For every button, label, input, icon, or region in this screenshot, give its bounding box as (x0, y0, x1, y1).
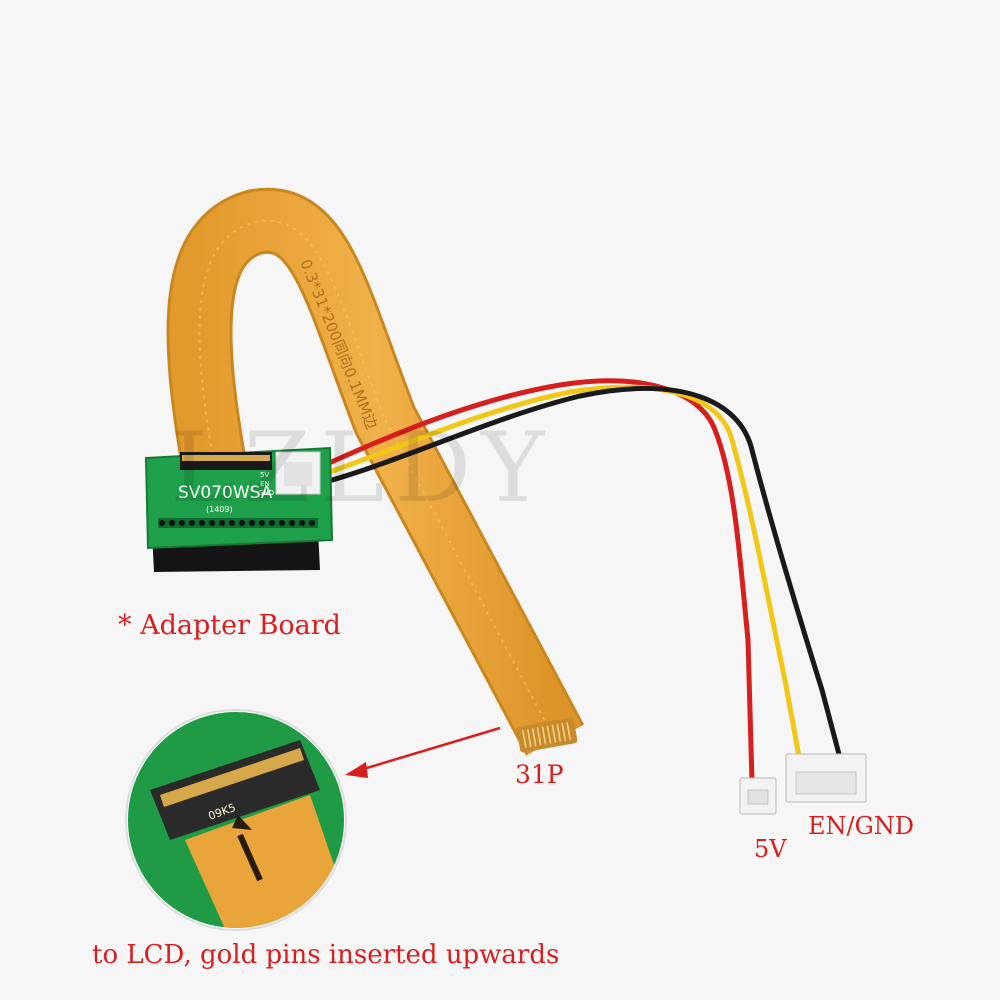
watermark-text: LZLDY (170, 412, 555, 524)
board-pin-gnd: GND (258, 489, 274, 497)
caption-5v: 5V (754, 835, 787, 863)
caption-31p: 31P (515, 760, 564, 789)
board-pin-en: EN (260, 480, 270, 488)
caption-adapter-board: * Adapter Board (118, 610, 341, 641)
connector-5v (739, 777, 777, 815)
power-wires (315, 378, 843, 785)
board-pin-5v: 5V (260, 471, 269, 479)
adapter-board: SV070WSA (1409) 5V EN GND (144, 446, 334, 572)
pointer-arrow (345, 726, 501, 778)
board-sub: (1409) (206, 505, 233, 514)
connector-en-gnd (785, 753, 867, 803)
board-model: SV070WSA (178, 483, 273, 503)
inset-closeup: 09K5 (125, 709, 347, 931)
gold-pin-row (158, 518, 318, 528)
caption-to-lcd: to LCD, gold pins inserted upwards (92, 940, 560, 970)
caption-en-gnd: EN/GND (808, 812, 915, 840)
